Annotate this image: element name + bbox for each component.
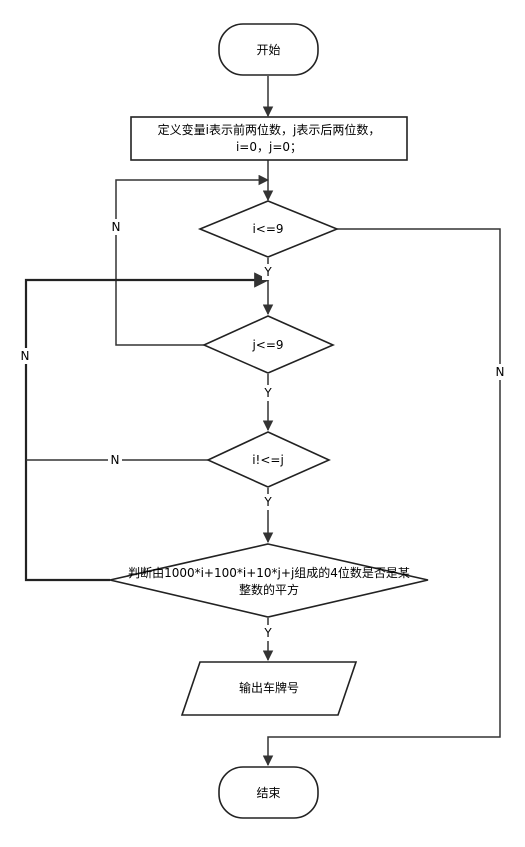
label-y-cond-i: Y bbox=[262, 264, 274, 280]
decision-j bbox=[202, 315, 335, 374]
end-node bbox=[218, 766, 319, 819]
label-n-cond-j: N bbox=[109, 219, 123, 235]
decision-square-label-line2: 整数的平方 bbox=[239, 582, 299, 597]
label-y-cond-ij: Y bbox=[262, 494, 274, 510]
output-label: 输出车牌号 bbox=[239, 680, 299, 695]
init-process bbox=[130, 116, 408, 161]
edge-cond-i-no bbox=[262, 228, 501, 767]
end-label: 结束 bbox=[256, 786, 280, 800]
init-label-line2: i=0，j=0； bbox=[236, 140, 302, 154]
decision-ij bbox=[206, 431, 331, 488]
svg-text:N: N bbox=[496, 365, 505, 379]
output-node bbox=[180, 661, 358, 716]
label-n-cond-ij: N bbox=[108, 452, 122, 468]
svg-text:N: N bbox=[112, 220, 121, 234]
decision-i-label: i<=9 bbox=[252, 222, 283, 236]
svg-text:Y: Y bbox=[263, 626, 272, 640]
label-y-cond-j: Y bbox=[262, 385, 274, 401]
decision-j-label: j<=9 bbox=[251, 338, 283, 352]
label-n-cond-i: N bbox=[493, 364, 507, 380]
svg-text:Y: Y bbox=[263, 265, 272, 279]
svg-text:N: N bbox=[111, 453, 120, 467]
edge-cond-square-no bbox=[24, 272, 270, 582]
label-n-cond-square: N bbox=[18, 348, 32, 364]
init-label-line1: 定义变量i表示前两位数，j表示后两位数， bbox=[158, 122, 381, 137]
svg-text:N: N bbox=[21, 349, 30, 363]
decision-ij-label: i!<=j bbox=[252, 453, 284, 467]
edge-cond-j-no bbox=[115, 174, 270, 346]
start-label: 开始 bbox=[256, 43, 280, 57]
decision-square bbox=[109, 543, 429, 618]
label-y-cond-square: Y bbox=[262, 625, 274, 641]
decision-i bbox=[197, 200, 340, 258]
decision-square-label-line1: 判断由1000*i+100*i+10*j+j组成的4位数是否是某 bbox=[128, 565, 410, 580]
svg-text:Y: Y bbox=[263, 495, 272, 509]
start-node bbox=[218, 23, 319, 76]
svg-text:Y: Y bbox=[263, 386, 272, 400]
